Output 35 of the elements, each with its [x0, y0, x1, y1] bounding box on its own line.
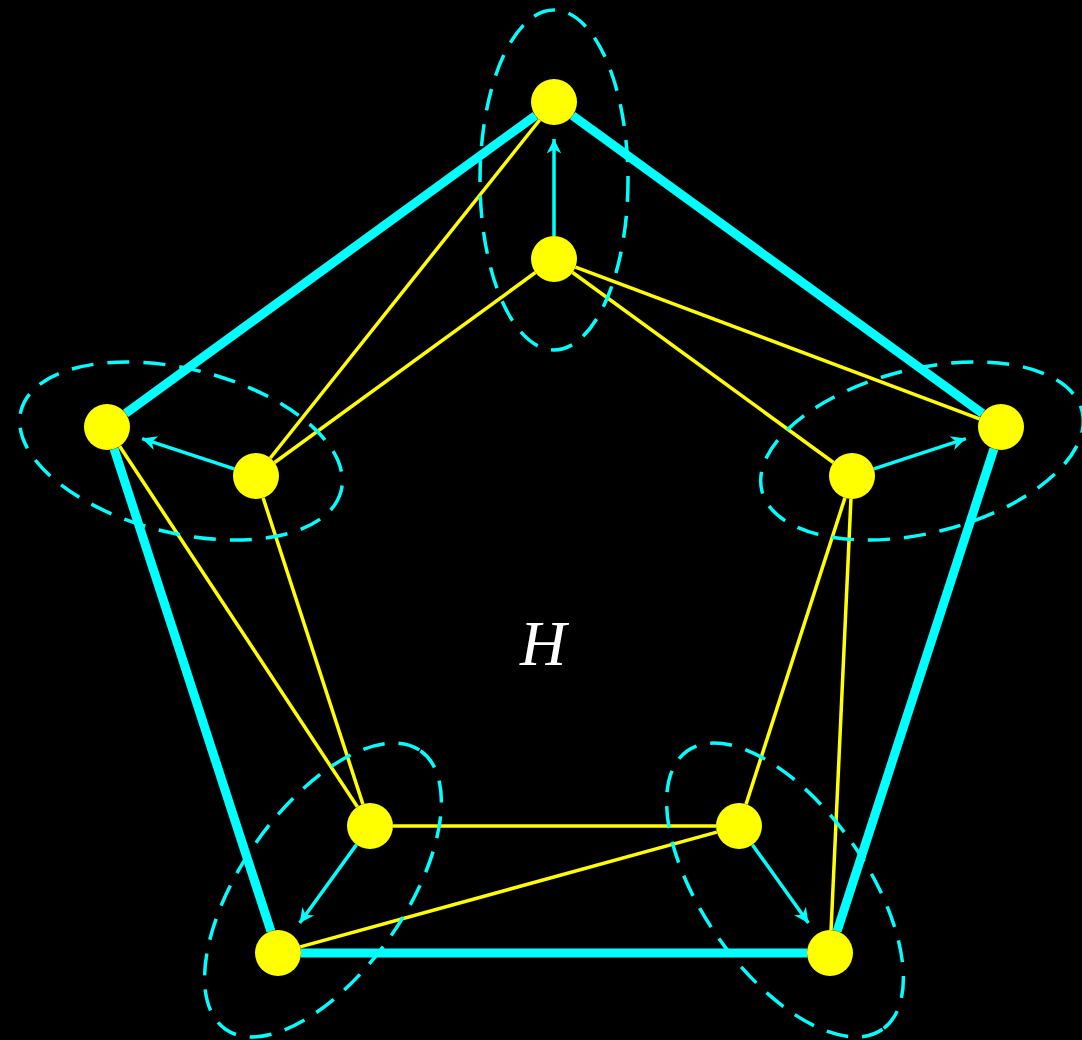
graph-label: H: [520, 612, 567, 676]
connector-line: [744, 497, 847, 805]
vertex-dot: [84, 404, 130, 450]
connector-line: [393, 824, 716, 828]
connector-line: [299, 830, 718, 949]
connector-line: [118, 445, 359, 808]
vertex-dot: [255, 930, 301, 976]
connector-line: [301, 948, 807, 958]
vertex-dot: [531, 236, 577, 282]
connector-line: [109, 447, 276, 933]
connector-line: [261, 497, 365, 805]
vertex-dot: [807, 930, 853, 976]
connector-line: [273, 271, 537, 464]
arrow: [750, 843, 810, 924]
arrow: [873, 436, 967, 471]
arrow: [141, 436, 235, 471]
vertex-dot: [347, 803, 393, 849]
dashed-ellipse: [17, 360, 345, 542]
connector-line: [829, 498, 853, 931]
vertex-dot: [716, 803, 762, 849]
dashed-ellipse: [478, 8, 630, 352]
vertex-dot: [531, 79, 577, 125]
dashed-ellipse: [203, 741, 443, 1039]
connector-line: [122, 111, 539, 418]
dashed-ellipse: [665, 741, 905, 1039]
vertex-dot: [978, 404, 1024, 450]
vertex-dot: [233, 453, 279, 499]
vertex-dot: [829, 453, 875, 499]
connector-line: [832, 447, 999, 933]
arrow: [298, 843, 358, 925]
connector-line: [569, 111, 986, 418]
connector-line: [574, 265, 981, 421]
connector-line: [268, 118, 542, 460]
connector-line: [571, 271, 835, 464]
arrow: [546, 139, 562, 236]
